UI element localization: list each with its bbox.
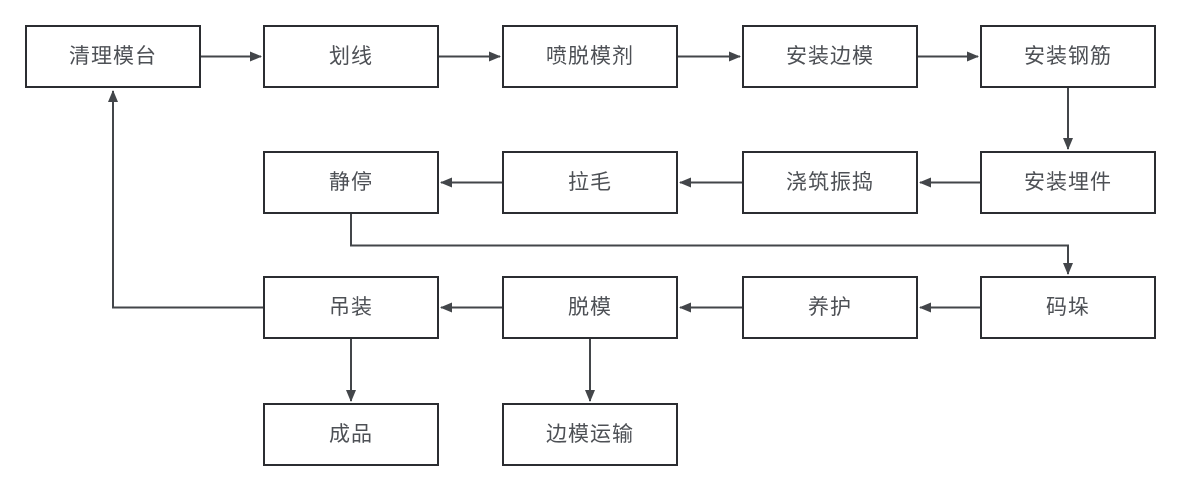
edge-hoisting-to-clean-mold-platform (108, 90, 263, 309)
node-label: 喷脱模剂 (546, 45, 634, 68)
node-label: 静停 (329, 171, 373, 194)
node-label: 浇筑振捣 (786, 171, 874, 194)
node-label: 码垛 (1046, 296, 1090, 319)
node-label: 清理模台 (69, 45, 157, 68)
node-finished-product: 成品 (263, 403, 439, 466)
node-label: 划线 (329, 45, 373, 68)
node-hoisting: 吊装 (263, 276, 439, 339)
node-label: 安装边模 (786, 45, 874, 68)
node-rest: 静停 (263, 151, 439, 214)
edge-rest-to-stacking (350, 214, 1073, 275)
node-label: 边模运输 (546, 423, 634, 446)
node-curing: 养护 (742, 276, 918, 339)
node-pour-vibrate: 浇筑振捣 (742, 151, 918, 214)
node-stacking: 码垛 (980, 276, 1156, 339)
node-label: 脱模 (568, 296, 612, 319)
node-clean-mold-platform: 清理模台 (25, 25, 201, 88)
node-spray-release-agent: 喷脱模剂 (502, 25, 678, 88)
node-label: 成品 (329, 423, 373, 446)
node-install-rebar: 安装钢筋 (980, 25, 1156, 88)
node-install-side-mold: 安装边模 (742, 25, 918, 88)
node-label: 养护 (808, 296, 852, 319)
node-install-embedded-parts: 安装埋件 (980, 151, 1156, 214)
node-marking: 划线 (263, 25, 439, 88)
node-label: 安装钢筋 (1024, 45, 1112, 68)
node-demold: 脱模 (502, 276, 678, 339)
node-label: 安装埋件 (1024, 171, 1112, 194)
node-side-mold-transport: 边模运输 (502, 403, 678, 466)
node-label: 拉毛 (568, 171, 612, 194)
node-roughening: 拉毛 (502, 151, 678, 214)
node-label: 吊装 (329, 296, 373, 319)
